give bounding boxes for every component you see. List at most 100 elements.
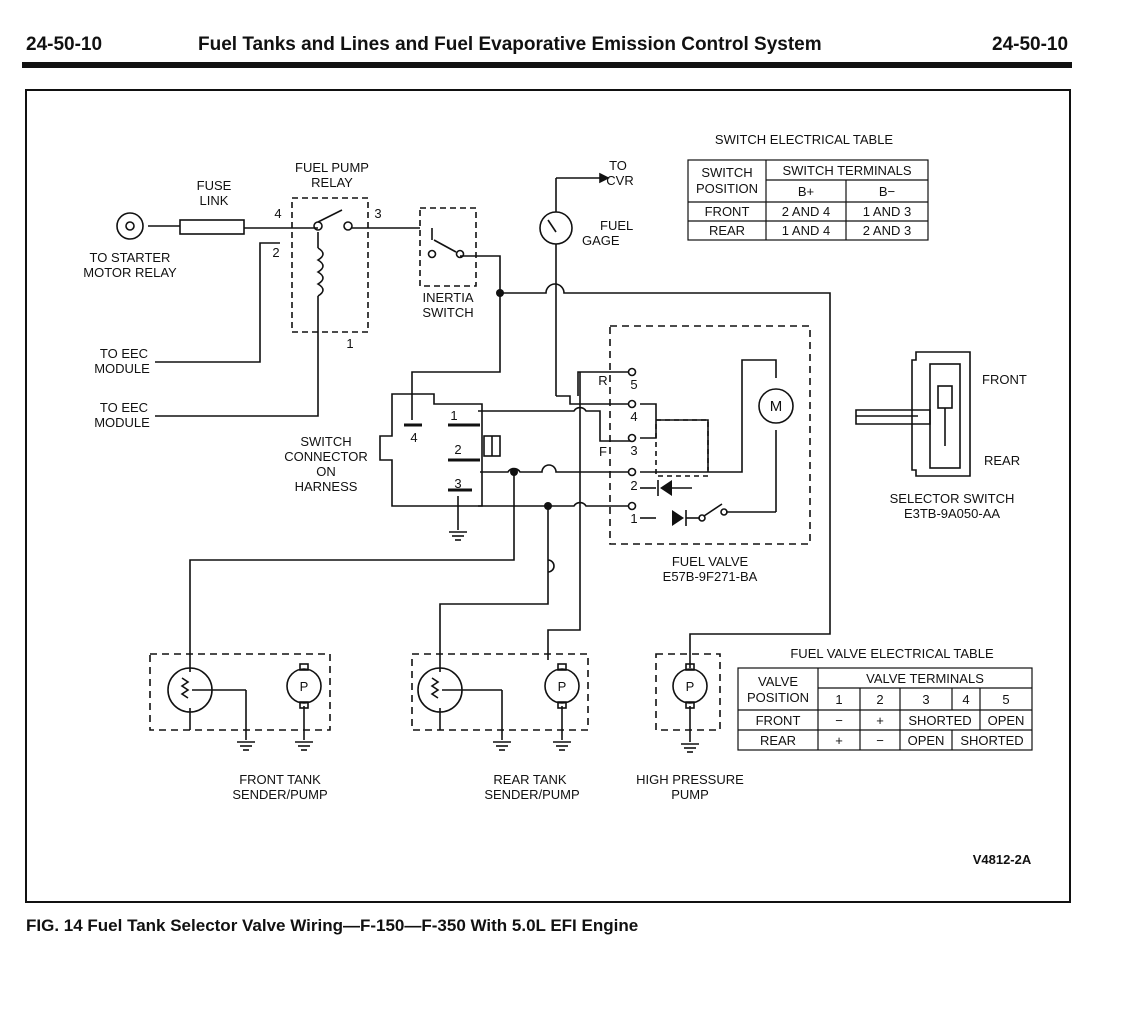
cvr-label-1: TO (609, 158, 627, 173)
switch-table-title: SWITCH ELECTRICAL TABLE (715, 132, 894, 147)
relay-pin-4: 4 (274, 206, 281, 221)
switch-col0-2: POSITION (696, 181, 758, 196)
page-title: Fuel Tanks and Lines and Fuel Evaporativ… (198, 34, 822, 55)
front-pump-label: P (300, 679, 309, 694)
switch-table-grid (687, 159, 929, 241)
high-pressure-pump (655, 653, 721, 731)
gage-label-1: FUEL (600, 218, 633, 233)
switch-col-bminus: B− (879, 184, 895, 199)
valve-row2-t45: SHORTED (960, 733, 1023, 748)
relay-pin-3: 3 (374, 206, 381, 221)
switch-row2-bminus: 2 AND 3 (863, 223, 911, 238)
valve-pin-2: 2 (630, 478, 637, 493)
figure-caption: FIG. 14 Fuel Tank Selector Valve Wiring—… (26, 916, 639, 935)
starter-label-2: MOTOR RELAY (83, 265, 177, 280)
motor-label: M (770, 398, 783, 415)
valve-pin-4: 4 (630, 409, 637, 424)
fuel-valve-label-2: E57B-9F271-BA (663, 569, 758, 584)
figure-frame (25, 89, 1071, 903)
fuse-link-label-1: FUSE (197, 178, 232, 193)
inertia-switch (419, 207, 477, 287)
connector-label-2: CONNECTOR (284, 449, 368, 464)
valve-col0-1: VALVE (758, 674, 798, 689)
selector-label-1: SELECTOR SWITCH (890, 491, 1015, 506)
fuse-link-label-2: LINK (200, 193, 229, 208)
switch-col0-1: SWITCH (701, 165, 752, 180)
valve-col-1: 1 (835, 692, 842, 707)
switch-row2-pos: REAR (709, 223, 745, 238)
valve-col-5: 5 (1002, 692, 1009, 707)
valve-row2-t3: OPEN (908, 733, 945, 748)
gage-label-2: GAGE (582, 233, 620, 248)
valve-row1-t2: + (876, 713, 884, 728)
inertia-label-1: INERTIA (422, 290, 473, 305)
valve-row2-t1: + (835, 733, 843, 748)
rear-pump-label: P (558, 679, 567, 694)
relay-pin-1: 1 (346, 336, 353, 351)
page-number-right: 24-50-10 (992, 34, 1069, 55)
diagram-labels: FUSE LINK TO STARTER MOTOR RELAY FUEL PU… (83, 158, 1032, 867)
switch-table-text: SWITCH ELECTRICAL TABLE SWITCH POSITION … (696, 132, 912, 238)
connector-label-3: ON (316, 464, 336, 479)
valve-pin-3: 3 (630, 443, 637, 458)
connector-label-1: SWITCH (300, 434, 351, 449)
valve-table-grid (737, 667, 1033, 751)
ground-symbols (237, 531, 699, 753)
valve-table-title: FUEL VALVE ELECTRICAL TABLE (790, 646, 994, 661)
valve-row1-t34: SHORTED (908, 713, 971, 728)
valve-r-label: R (598, 373, 607, 388)
valve-row1-t1: − (835, 713, 843, 728)
switch-group-header: SWITCH TERMINALS (782, 163, 911, 178)
page-number-left: 24-50-10 (26, 34, 103, 55)
header-rule (22, 62, 1072, 68)
front-tank-sender-pump (149, 653, 331, 731)
eec2-label-1: TO EEC (100, 400, 148, 415)
starter-label-1: TO STARTER (90, 250, 171, 265)
connector-pin-2: 2 (454, 442, 461, 457)
selector-switch (855, 351, 971, 477)
relay-label-2: RELAY (311, 175, 353, 190)
switch-row1-pos: FRONT (705, 204, 750, 219)
relay-label-1: FUEL PUMP (295, 160, 369, 175)
valve-pin-1: 1 (630, 511, 637, 526)
valve-f-label: F (599, 444, 607, 459)
wires (148, 178, 831, 742)
fuse-link (179, 219, 245, 235)
fuel-pump-relay (291, 197, 369, 333)
connector-pin-1: 1 (450, 408, 457, 423)
junction-dots (496, 289, 552, 510)
switch-row1-bplus: 2 AND 4 (782, 204, 830, 219)
rear-tank-label-1: REAR TANK (493, 772, 567, 787)
rear-tank-sender-pump (411, 653, 589, 731)
valve-row1-pos: FRONT (756, 713, 801, 728)
switch-connector (379, 393, 501, 507)
selector-rear-label: REAR (984, 453, 1020, 468)
eec1-label-2: MODULE (94, 361, 150, 376)
hp-pump-label-1: HIGH PRESSURE (636, 772, 744, 787)
valve-col-3: 3 (922, 692, 929, 707)
eec2-label-2: MODULE (94, 415, 150, 430)
switch-col-bplus: B+ (798, 184, 814, 199)
rear-tank-label-2: SENDER/PUMP (484, 787, 579, 802)
eec1-label-1: TO EEC (100, 346, 148, 361)
valve-pin-5: 5 (630, 377, 637, 392)
connector-pin-4: 4 (410, 430, 417, 445)
fuel-valve (609, 325, 811, 545)
reference-code: V4812-2A (973, 852, 1032, 867)
valve-col-2: 2 (876, 692, 883, 707)
valve-col0-2: POSITION (747, 690, 809, 705)
inertia-label-2: SWITCH (422, 305, 473, 320)
front-tank-label-1: FRONT TANK (239, 772, 321, 787)
switch-row2-bplus: 1 AND 4 (782, 223, 830, 238)
fuel-valve-label-1: FUEL VALVE (672, 554, 749, 569)
valve-row1-t5: OPEN (988, 713, 1025, 728)
connector-label-4: HARNESS (295, 479, 358, 494)
hp-pump-label-2: PUMP (671, 787, 709, 802)
selector-front-label: FRONT (982, 372, 1027, 387)
valve-row2-pos: REAR (760, 733, 796, 748)
valve-group-header: VALVE TERMINALS (866, 671, 984, 686)
fuel-gage (539, 172, 610, 245)
front-tank-label-2: SENDER/PUMP (232, 787, 327, 802)
selector-label-2: E3TB-9A050-AA (904, 506, 1000, 521)
